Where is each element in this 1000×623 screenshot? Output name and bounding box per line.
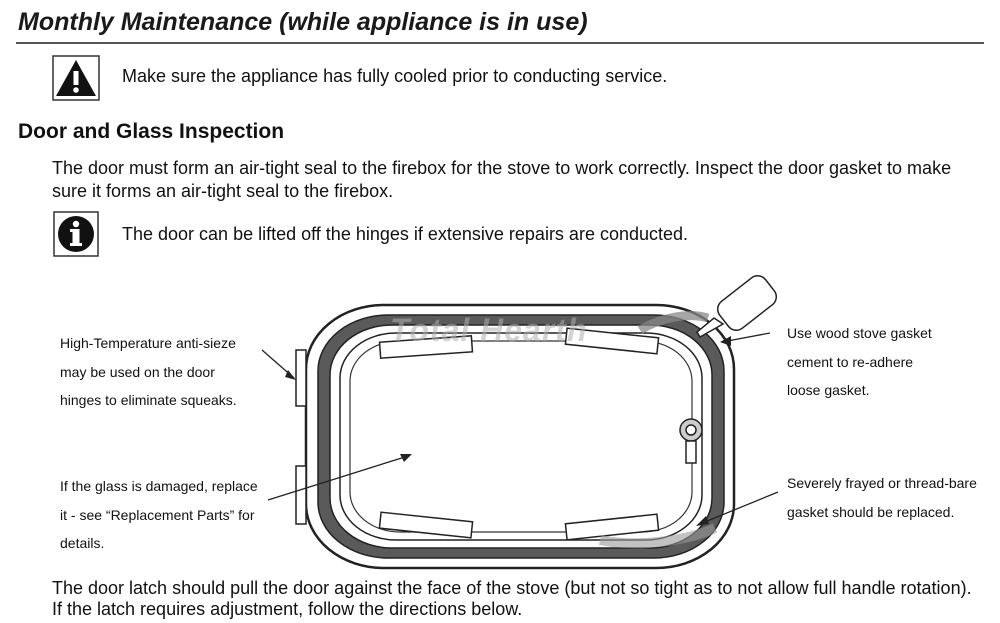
warning-text: Make sure the appliance has fully cooled… [122,66,668,86]
latch-paragraph: The door latch should pull the door agai… [52,578,972,619]
section-heading: Door and Glass Inspection [18,120,285,143]
frayed-gasket-area [599,523,718,549]
glass-clips [378,327,660,541]
callout-gasket-cement: Use wood stove gasket cement to re-adher… [787,325,932,398]
info-text: The door can be lifted off the hinges if… [122,224,689,244]
intro-paragraph: The door must form an air-tight seal to … [52,158,952,201]
warning-triangle-icon [52,55,100,101]
gasket-cement-bottle [637,275,778,339]
door-inner-frame [329,324,713,549]
door-latch [679,418,703,464]
leader-arrowheads [285,336,731,526]
page-title: Monthly Maintenance (while appliance is … [18,8,588,36]
callout-frayed-gasket: Severely frayed or thread-bare gasket sh… [787,475,977,520]
callout-hinges: High-Temperature anti-sieze may be used … [60,335,237,408]
callout-glass: If the glass is damaged, replace it - se… [60,478,258,551]
info-icon [53,211,99,257]
watermark-logo: Total Hearth [390,312,588,348]
title-underline [16,42,984,44]
door-hinges [295,349,307,525]
